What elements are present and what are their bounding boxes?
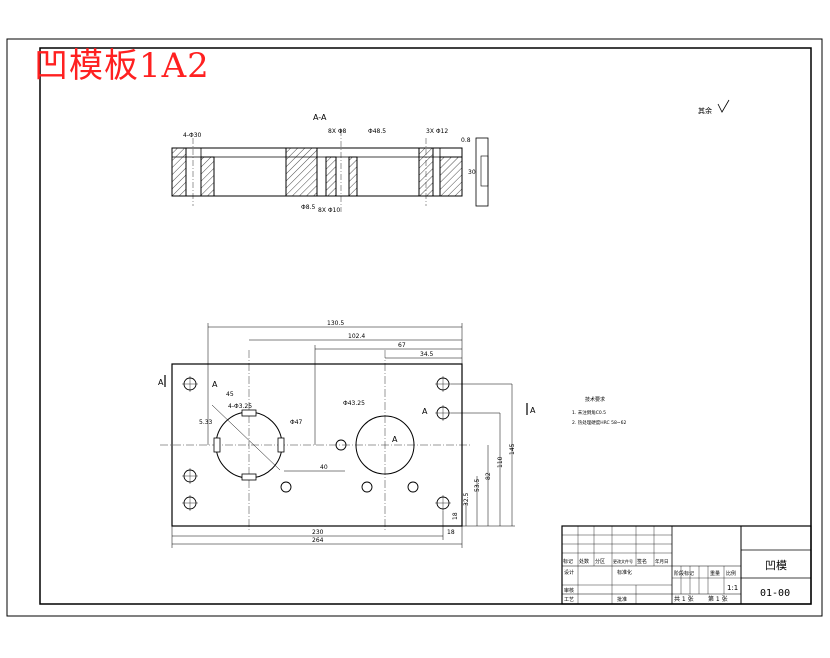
hatch-block-3 — [285, 147, 318, 197]
hatch-block-1 — [171, 147, 187, 197]
label-hole-center: Φ48.5 — [368, 128, 386, 135]
label-chamfer-bottom: 8X Φ10 — [318, 207, 340, 214]
dim-d2: 102.4 — [348, 333, 365, 340]
page-title: 凹模板1A2 — [34, 46, 210, 86]
dim-h3: 82 — [485, 472, 492, 480]
dim-width-inner: 230 — [312, 529, 324, 536]
tech-notes-title: 技术要求 — [585, 396, 605, 403]
dim-h1: 145 — [509, 443, 516, 455]
dim-d3: 67 — [398, 342, 406, 349]
section-view-a-a: A-A 4-Φ30 8X Φ — [171, 113, 489, 214]
dim-hole-small: Φ47 — [290, 419, 303, 426]
dim-slot: 4-Φ3.25 — [228, 403, 252, 410]
tb-date: 年月日 — [655, 558, 669, 565]
small-holes — [182, 376, 451, 511]
hatch-block-5 — [348, 156, 358, 197]
tb-process: 工艺 — [564, 597, 574, 603]
side-view — [475, 137, 489, 207]
tb-part-name: 凹模 — [765, 559, 787, 572]
tb-sheet-total: 共 1 张 — [674, 595, 694, 603]
dim-right-small: 18 — [447, 529, 455, 536]
outer-border — [6, 38, 823, 617]
technical-notes: 技术要求 1. 未注倒角C0.5 2. 热处理硬度HRC 58~62 — [572, 396, 626, 426]
section-mark-center: A — [392, 435, 398, 444]
dim-d1: 130.5 — [327, 320, 344, 327]
hatch-block-7 — [439, 156, 463, 197]
label-hole-mid: 8X Φ8 — [328, 128, 347, 135]
dim-angle: 45 — [226, 391, 234, 398]
dim-h5: 32.5 — [463, 492, 470, 506]
dim-pitch: 40 — [320, 464, 328, 471]
tech-note-line-2: 2. 热处理硬度HRC 58~62 — [572, 419, 626, 426]
hatch-block-4 — [325, 156, 337, 197]
tb-design: 设计 — [564, 569, 574, 576]
dim-bolt-circle: Φ43.25 — [343, 400, 365, 407]
section-mark-right: A — [530, 406, 536, 415]
tb-approve: 批准 — [617, 596, 627, 603]
label-thickness: 30 — [468, 169, 476, 176]
label-hole-left: 4-Φ30 — [183, 132, 202, 139]
title-block: 标记 处数 分区 更改文件号 签名 年月日 设计 标准化 审核 工艺 批准 阶段… — [561, 525, 812, 605]
tb-stage: 阶段标记 — [674, 570, 694, 577]
tech-note-line-1: 1. 未注倒角C0.5 — [572, 409, 606, 416]
section-label: A-A — [313, 113, 327, 122]
tb-check: 审核 — [564, 587, 574, 594]
label-hole-right: 3X Φ12 — [426, 128, 448, 135]
tb-scale: 1:1 — [727, 584, 738, 592]
label-chamfer: Φ8.5 — [301, 204, 315, 211]
dim-width-total: 264 — [312, 537, 324, 544]
dim-h2: 110 — [497, 456, 504, 468]
tb-count: 处数 — [579, 558, 589, 565]
tb-mark: 标记 — [563, 558, 573, 565]
label-right-small: 0.8 — [461, 137, 471, 144]
roughness-symbol: 其余 — [698, 99, 730, 115]
tb-zone: 分区 — [595, 558, 605, 565]
roughness-note: 其余 — [698, 106, 712, 115]
dim-slot2: 5.33 — [199, 419, 213, 426]
hatch-block-2 — [200, 156, 215, 197]
inner-border — [39, 47, 812, 605]
tb-std: 标准化 — [617, 569, 632, 576]
tb-sign: 签名 — [637, 558, 647, 565]
dim-d4: 34.5 — [420, 351, 434, 358]
plan-view: 130.5 102.4 67 34.5 264 230 18 40 Φ43.25… — [158, 320, 536, 548]
dim-h6: 18 — [452, 512, 459, 520]
right-large-hole — [355, 415, 415, 475]
dim-h4: 53.5 — [474, 478, 481, 492]
tb-weight: 重量 — [710, 570, 720, 577]
tb-drawing-no: 01-00 — [760, 588, 790, 599]
tb-change-doc: 更改文件号 — [613, 558, 633, 564]
tb-sheet-no: 第 1 张 — [708, 595, 728, 603]
section-mark-left: A — [158, 378, 164, 387]
tb-ratio: 比例 — [726, 570, 736, 577]
section-mark-inner-right: A — [422, 407, 428, 416]
section-mark-inner: A — [212, 380, 218, 389]
